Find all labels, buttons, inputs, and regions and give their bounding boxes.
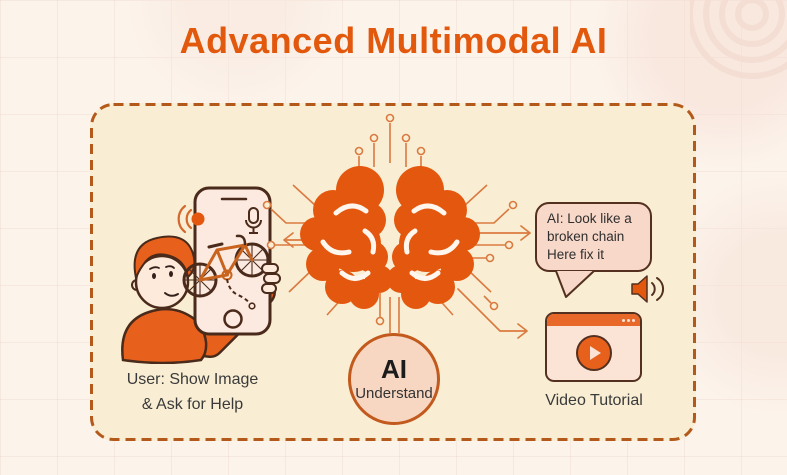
window-dot-icon bbox=[622, 318, 625, 322]
window-dot-icon bbox=[632, 318, 635, 322]
speaker-icon bbox=[631, 275, 664, 303]
window-dot-icon bbox=[627, 318, 630, 322]
fingerprint-swirl-icon bbox=[690, 0, 787, 79]
play-triangle-icon bbox=[589, 346, 601, 360]
user-caption-line-1: User: Show Image bbox=[126, 371, 259, 388]
video-caption: Video Tutorial bbox=[545, 392, 643, 409]
page-title: Advanced Multimodal AI bbox=[179, 20, 608, 61]
user-caption: User: Show Image & Ask for Help bbox=[100, 368, 285, 418]
speech-bubble-tail bbox=[555, 270, 595, 298]
bubble-line-2: broken chain bbox=[547, 228, 625, 244]
ai-badge-subtitle: Understand bbox=[355, 385, 433, 402]
bubble-line-3: Here fix it bbox=[547, 246, 605, 262]
ai-understand-badge: AI Understand bbox=[348, 333, 440, 425]
play-icon bbox=[575, 335, 612, 371]
speech-bubble: AI: Look like a broken chain Here fix it bbox=[535, 202, 652, 272]
user-caption-line-2: & Ask for Help bbox=[141, 395, 244, 413]
bubble-line-1: AI: Look like a bbox=[547, 211, 632, 226]
video-window-body bbox=[547, 326, 640, 380]
browser-window-icon bbox=[545, 312, 642, 382]
ai-badge-title: AI bbox=[381, 354, 407, 384]
video-window-titlebar bbox=[547, 314, 640, 326]
